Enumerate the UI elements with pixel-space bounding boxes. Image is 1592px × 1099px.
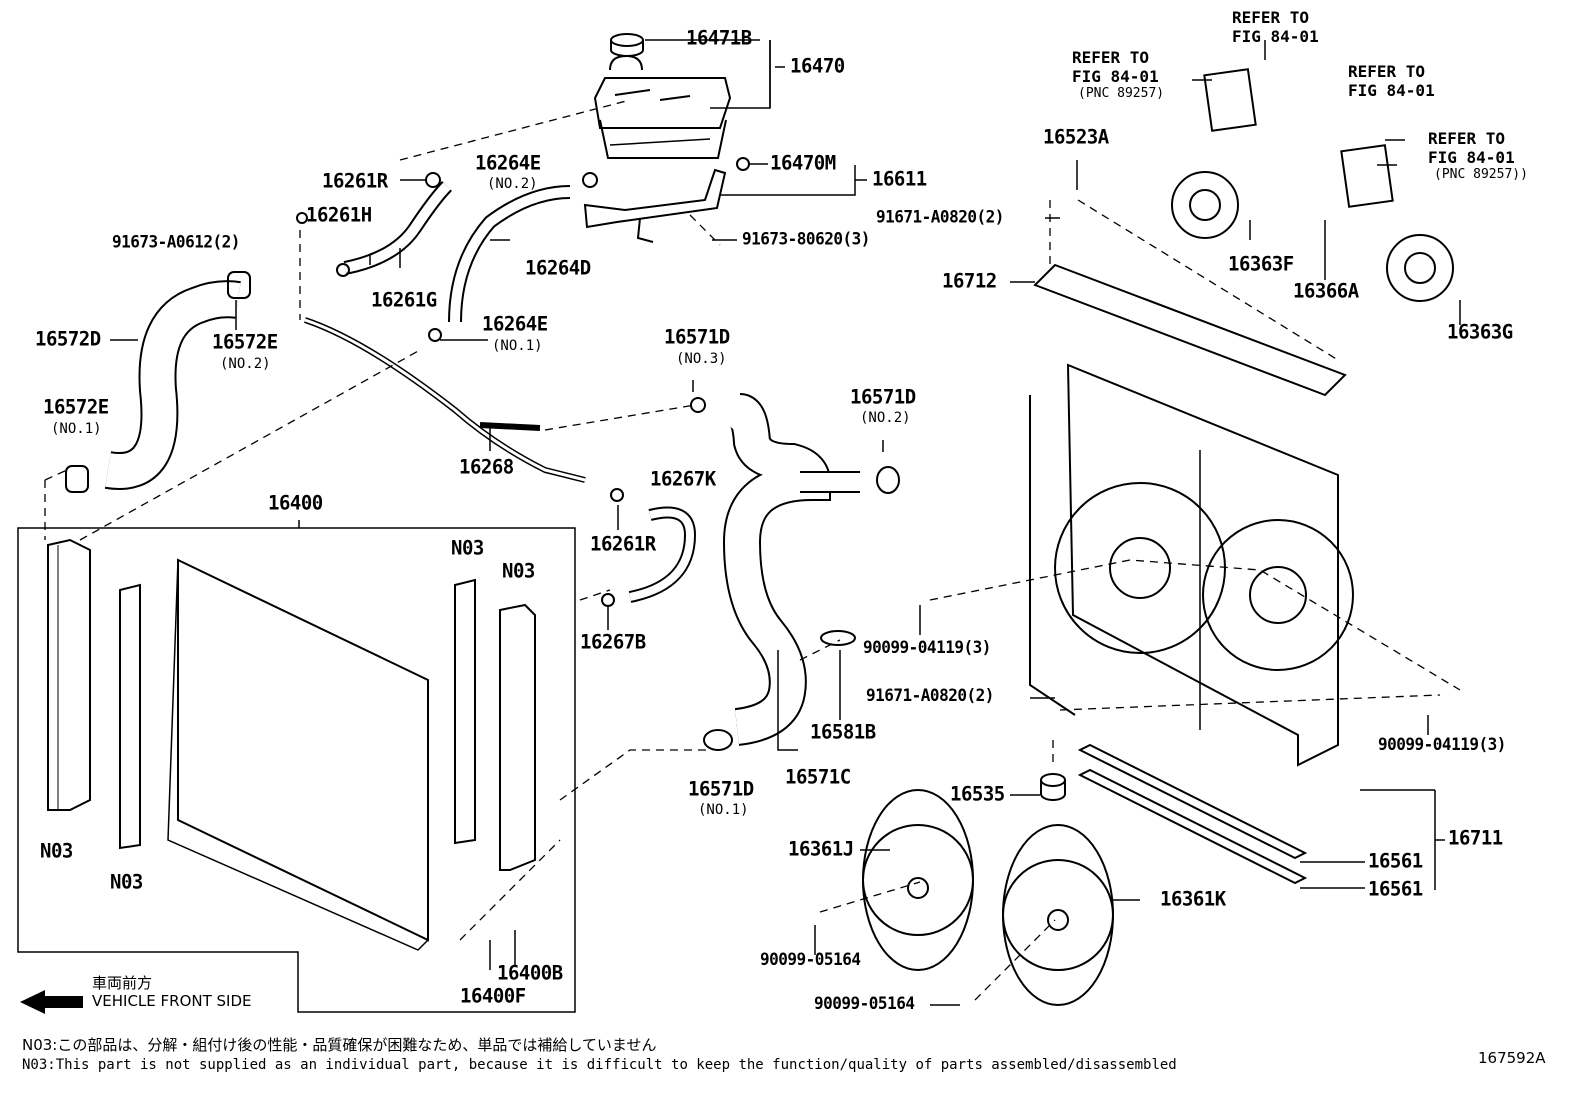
label-91673-A0612: 91673-A0612(2): [112, 231, 240, 252]
cooling-fans: [862, 789, 1114, 1006]
label-16400B: 16400B: [497, 961, 563, 985]
label-16572E-no2-sub: (NO.2): [220, 356, 271, 372]
label-16267B: 16267B: [580, 630, 646, 654]
diagram-id: 167592A: [1478, 1049, 1546, 1067]
label-n03-b: N03: [110, 870, 143, 894]
reservoir-bracket: [583, 157, 750, 243]
label-90099-04119-left: 90099-04119(3): [863, 637, 991, 658]
label-16363G: 16363G: [1447, 320, 1513, 344]
label-n03-c: N03: [451, 536, 484, 560]
label-16264E-no1-sub: (NO.1): [492, 338, 543, 354]
label-16261G: 16261G: [371, 288, 437, 312]
label-16523A: 16523A: [1043, 125, 1109, 149]
vehicle-front-en: VEHICLE FRONT SIDE: [92, 992, 252, 1010]
label-16571D-no2: 16571D: [850, 385, 916, 409]
label-16561-a: 16561: [1368, 849, 1423, 873]
label-16535: 16535: [950, 782, 1005, 806]
refer-note-1-line1: REFER TO: [1232, 8, 1310, 27]
refer-note-4-line2: FIG 84-01: [1428, 148, 1515, 168]
label-16261H: 16261H: [306, 203, 372, 227]
label-91671-A0820-mid: 91671-A0820(2): [866, 685, 994, 706]
refer-note-4: REFER TO FIG 84-01 (PNC 89257)): [1428, 129, 1528, 183]
label-91673-80620: 91673-80620(3): [742, 228, 870, 249]
label-16267K: 16267K: [650, 467, 716, 491]
label-16268: 16268: [459, 455, 514, 479]
label-16400: 16400: [268, 491, 323, 515]
label-16264E-no2: 16264E: [475, 151, 541, 175]
refer-note-1-line2: FIG 84-01: [1232, 27, 1319, 47]
label-16581B: 16581B: [810, 720, 876, 744]
label-16366A: 16366A: [1293, 279, 1359, 303]
label-16261R-mid: 16261R: [590, 532, 656, 556]
refer-note-2: REFER TO FIG 84-01 (PNC 89257): [1072, 48, 1164, 102]
label-16470: 16470: [790, 54, 845, 78]
refer-note-2-line2: FIG 84-01: [1072, 67, 1159, 87]
label-16470M: 16470M: [770, 151, 836, 175]
label-16571D-no1-sub: (NO.1): [698, 802, 749, 818]
fan-shroud: [1029, 263, 1354, 767]
refer-note-3-line1: REFER TO: [1348, 62, 1426, 81]
label-16572E-no2: 16572E: [212, 330, 278, 354]
label-16611: 16611: [872, 167, 927, 191]
radiator-box: [17, 527, 576, 1013]
refer-note-1: REFER TO FIG 84-01: [1232, 8, 1319, 46]
label-16264D: 16264D: [525, 256, 591, 280]
vehicle-front-jp: 車両前方: [92, 974, 153, 992]
label-16712: 16712: [942, 269, 997, 293]
dashed-guides: [44, 99, 1461, 1001]
label-16471B: 16471B: [686, 26, 752, 50]
label-16711: 16711: [1448, 826, 1503, 850]
note-jp: N03:この部品は、分解・組付け後の性能・品質確保が困難なため、単品では補給して…: [22, 1036, 657, 1054]
label-16571C: 16571C: [785, 765, 851, 789]
label-16264E-no1: 16264E: [482, 312, 548, 336]
label-16572E-no1-sub: (NO.1): [51, 421, 102, 437]
label-16361K: 16361K: [1160, 887, 1226, 911]
refer-note-3: REFER TO FIG 84-01: [1348, 62, 1435, 100]
refer-note-3-line2: FIG 84-01: [1348, 81, 1435, 101]
foam-strips: [1077, 743, 1308, 885]
label-90099-05164-a: 90099-05164: [760, 949, 861, 970]
label-16572D: 16572D: [35, 327, 101, 351]
label-16261R-top: 16261R: [322, 169, 388, 193]
label-16571D-no3: 16571D: [664, 325, 730, 349]
refer-note-4-line3: (PNC 89257)): [1434, 167, 1528, 183]
refer-note-4-line1: REFER TO: [1428, 129, 1506, 148]
label-16572E-no1: 16572E: [43, 395, 109, 419]
label-91671-A0820-top: 91671-A0820(2): [876, 206, 1004, 227]
label-90099-04119-right: 90099-04119(3): [1378, 734, 1506, 755]
note-en: N03:This part is not supplied as an indi…: [22, 1057, 1177, 1073]
label-90099-05164-b: 90099-05164: [814, 993, 915, 1014]
radiator-hoses: [601, 393, 900, 751]
label-16363F: 16363F: [1228, 252, 1294, 276]
label-16264E-no2-sub: (NO.2): [487, 176, 538, 192]
label-16571D-no1: 16571D: [688, 777, 754, 801]
label-n03-a: N03: [40, 839, 73, 863]
label-16571D-no3-sub: (NO.3): [676, 351, 727, 367]
front-arrow: [20, 990, 83, 1014]
label-16361J: 16361J: [788, 837, 854, 861]
label-16571D-no2-sub: (NO.2): [860, 410, 911, 426]
label-16561-b: 16561: [1368, 877, 1423, 901]
grommet: [1040, 773, 1066, 801]
leader-lines: [110, 39, 1461, 1006]
label-n03-d: N03: [502, 559, 535, 583]
refer-note-2-line3: (PNC 89257): [1078, 86, 1165, 102]
label-16400F: 16400F: [460, 984, 526, 1008]
refer-note-2-line1: REFER TO: [1072, 48, 1150, 67]
reservoir-tank: [593, 33, 732, 159]
fan-motors: [1171, 68, 1454, 302]
